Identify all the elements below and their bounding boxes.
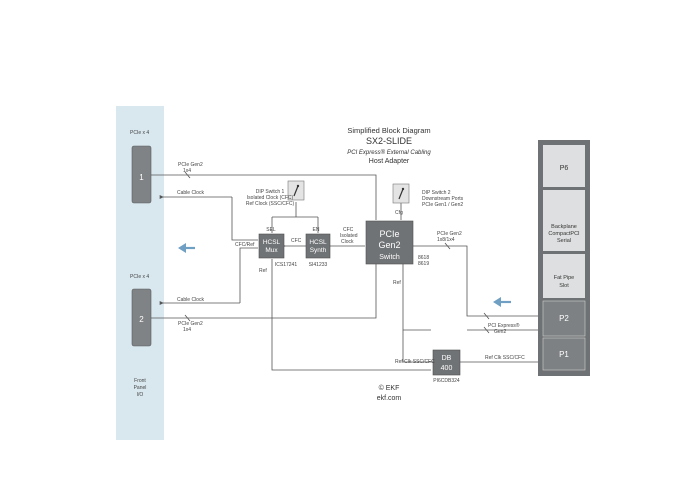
dip1-line1: DIP Switch 1 — [256, 189, 285, 195]
connector-p2 — [542, 300, 586, 337]
label-ref-clk-bp: Ref Clk SSC/CFC — [485, 355, 525, 361]
footer-copyright: © EKF — [379, 384, 400, 392]
label-pcie-top-2: 1x4 — [183, 168, 191, 174]
switch-line1: PCIe — [379, 229, 399, 239]
dip1-line2: Isolated Clock (CFC) — [247, 195, 294, 201]
pcie-switch-block — [365, 220, 414, 265]
label-cfc-ref: CFC/Ref — [235, 242, 255, 248]
dip1-line3: Ref Clock (SSC/CFC) — [246, 201, 295, 207]
dip-switch-2-lever — [398, 188, 404, 200]
p1-label: P1 — [559, 350, 569, 359]
title-line-1: Simplified Block Diagram — [347, 126, 430, 135]
backplane-line2: CompactPCI — [548, 231, 580, 237]
p6-label: P6 — [560, 165, 569, 172]
label-pcie-right-1: PCIe Gen2 — [437, 231, 462, 237]
fatpipe-line2: Slot — [559, 283, 569, 289]
label-ref-left: Ref — [259, 268, 267, 274]
db-line2: 400 — [441, 365, 453, 372]
dip-switch-1-lever — [293, 185, 299, 197]
title-line-4: Host Adapter — [369, 158, 410, 165]
db-line1: DB — [442, 355, 452, 362]
label-cfc-mid: CFC — [291, 238, 302, 244]
label-cfc-iso-2: Isolated — [340, 233, 358, 239]
mux-line2: Mux — [265, 247, 278, 254]
label-bridge-1: 8618 — [418, 255, 429, 261]
label-pcie-bp-1: PCI Express® — [488, 322, 520, 329]
dip2-cfg: Cfg — [395, 210, 403, 216]
db-part: PI6CDB324 — [433, 378, 460, 384]
dip2-line1: DIP Switch 2 — [422, 190, 451, 196]
port2-caption: PCIe x 4 — [130, 274, 149, 280]
port2-number: 2 — [139, 315, 144, 324]
port1-number: 1 — [139, 173, 144, 182]
label-pcie-bot-1: PCIe Gen2 — [178, 321, 203, 327]
dip2-line3: PCIe Gen1 / Gen2 — [422, 202, 463, 208]
fat-pipe-slot — [543, 254, 585, 298]
label-ref-right: Ref — [393, 280, 401, 286]
front-port-1 — [131, 145, 152, 204]
front-panel-label-2: Panel — [134, 385, 147, 391]
connector-p1 — [542, 337, 586, 371]
wires — [151, 171, 538, 371]
mux-line1: HCSL — [263, 239, 281, 246]
title-line-3: PCI Express® External Cabling — [347, 149, 431, 156]
left-arrow-head — [178, 243, 186, 253]
backplane-slot-p6 — [543, 145, 585, 187]
db400-block — [432, 349, 461, 376]
switch-line3: Switch — [379, 254, 400, 261]
front-port-2 — [131, 288, 152, 347]
front-panel-label-1: Front — [134, 378, 146, 384]
label-cable-clock-bottom: Cable Clock — [177, 297, 204, 303]
backplane-line3: Serial — [557, 238, 571, 244]
port1-caption: PCIe x 4 — [130, 130, 149, 136]
footer-url: ekf.com — [377, 395, 402, 402]
front-panel-label-3: I/O — [137, 392, 144, 398]
label-pcie-bot-2: 1x4 — [183, 327, 191, 333]
dip2-line2: Downstream Ports — [422, 196, 464, 202]
title-line-2: SX2-SLIDE — [366, 136, 412, 146]
switch-line2: Gen2 — [378, 240, 400, 250]
label-pcie-top-1: PCIe Gen2 — [178, 162, 203, 168]
fatpipe-line1: Fat Pipe — [554, 275, 574, 281]
mux-part: ICS17241 — [275, 262, 297, 268]
p2-label: P2 — [559, 314, 569, 323]
backplane-line1: Backplane — [551, 224, 577, 230]
backplane-area — [543, 190, 585, 251]
right-arrow-head — [493, 297, 501, 307]
label-cable-clock-top: Cable Clock — [177, 190, 204, 196]
hcsl-mux-block — [258, 233, 285, 259]
synth-line2: Synth — [310, 247, 327, 254]
label-bridge-2: 8619 — [418, 261, 429, 267]
label-ref-clk-db: Ref Clk SSC/CFC — [395, 359, 435, 365]
label-cfc-iso-1: CFC — [343, 227, 354, 233]
label-pcie-bp-2: Gen2 — [494, 329, 506, 335]
label-pcie-right-2: 1x8/1x4 — [437, 237, 455, 243]
synth-line1: HCSL — [309, 239, 327, 246]
label-cfc-iso-3: Clock — [341, 239, 354, 245]
hcsl-synth-block — [305, 233, 331, 259]
synth-pin-en: EN — [313, 227, 320, 233]
mux-pin-sel: SEL — [266, 227, 276, 233]
synth-part: SI41233 — [309, 262, 328, 268]
